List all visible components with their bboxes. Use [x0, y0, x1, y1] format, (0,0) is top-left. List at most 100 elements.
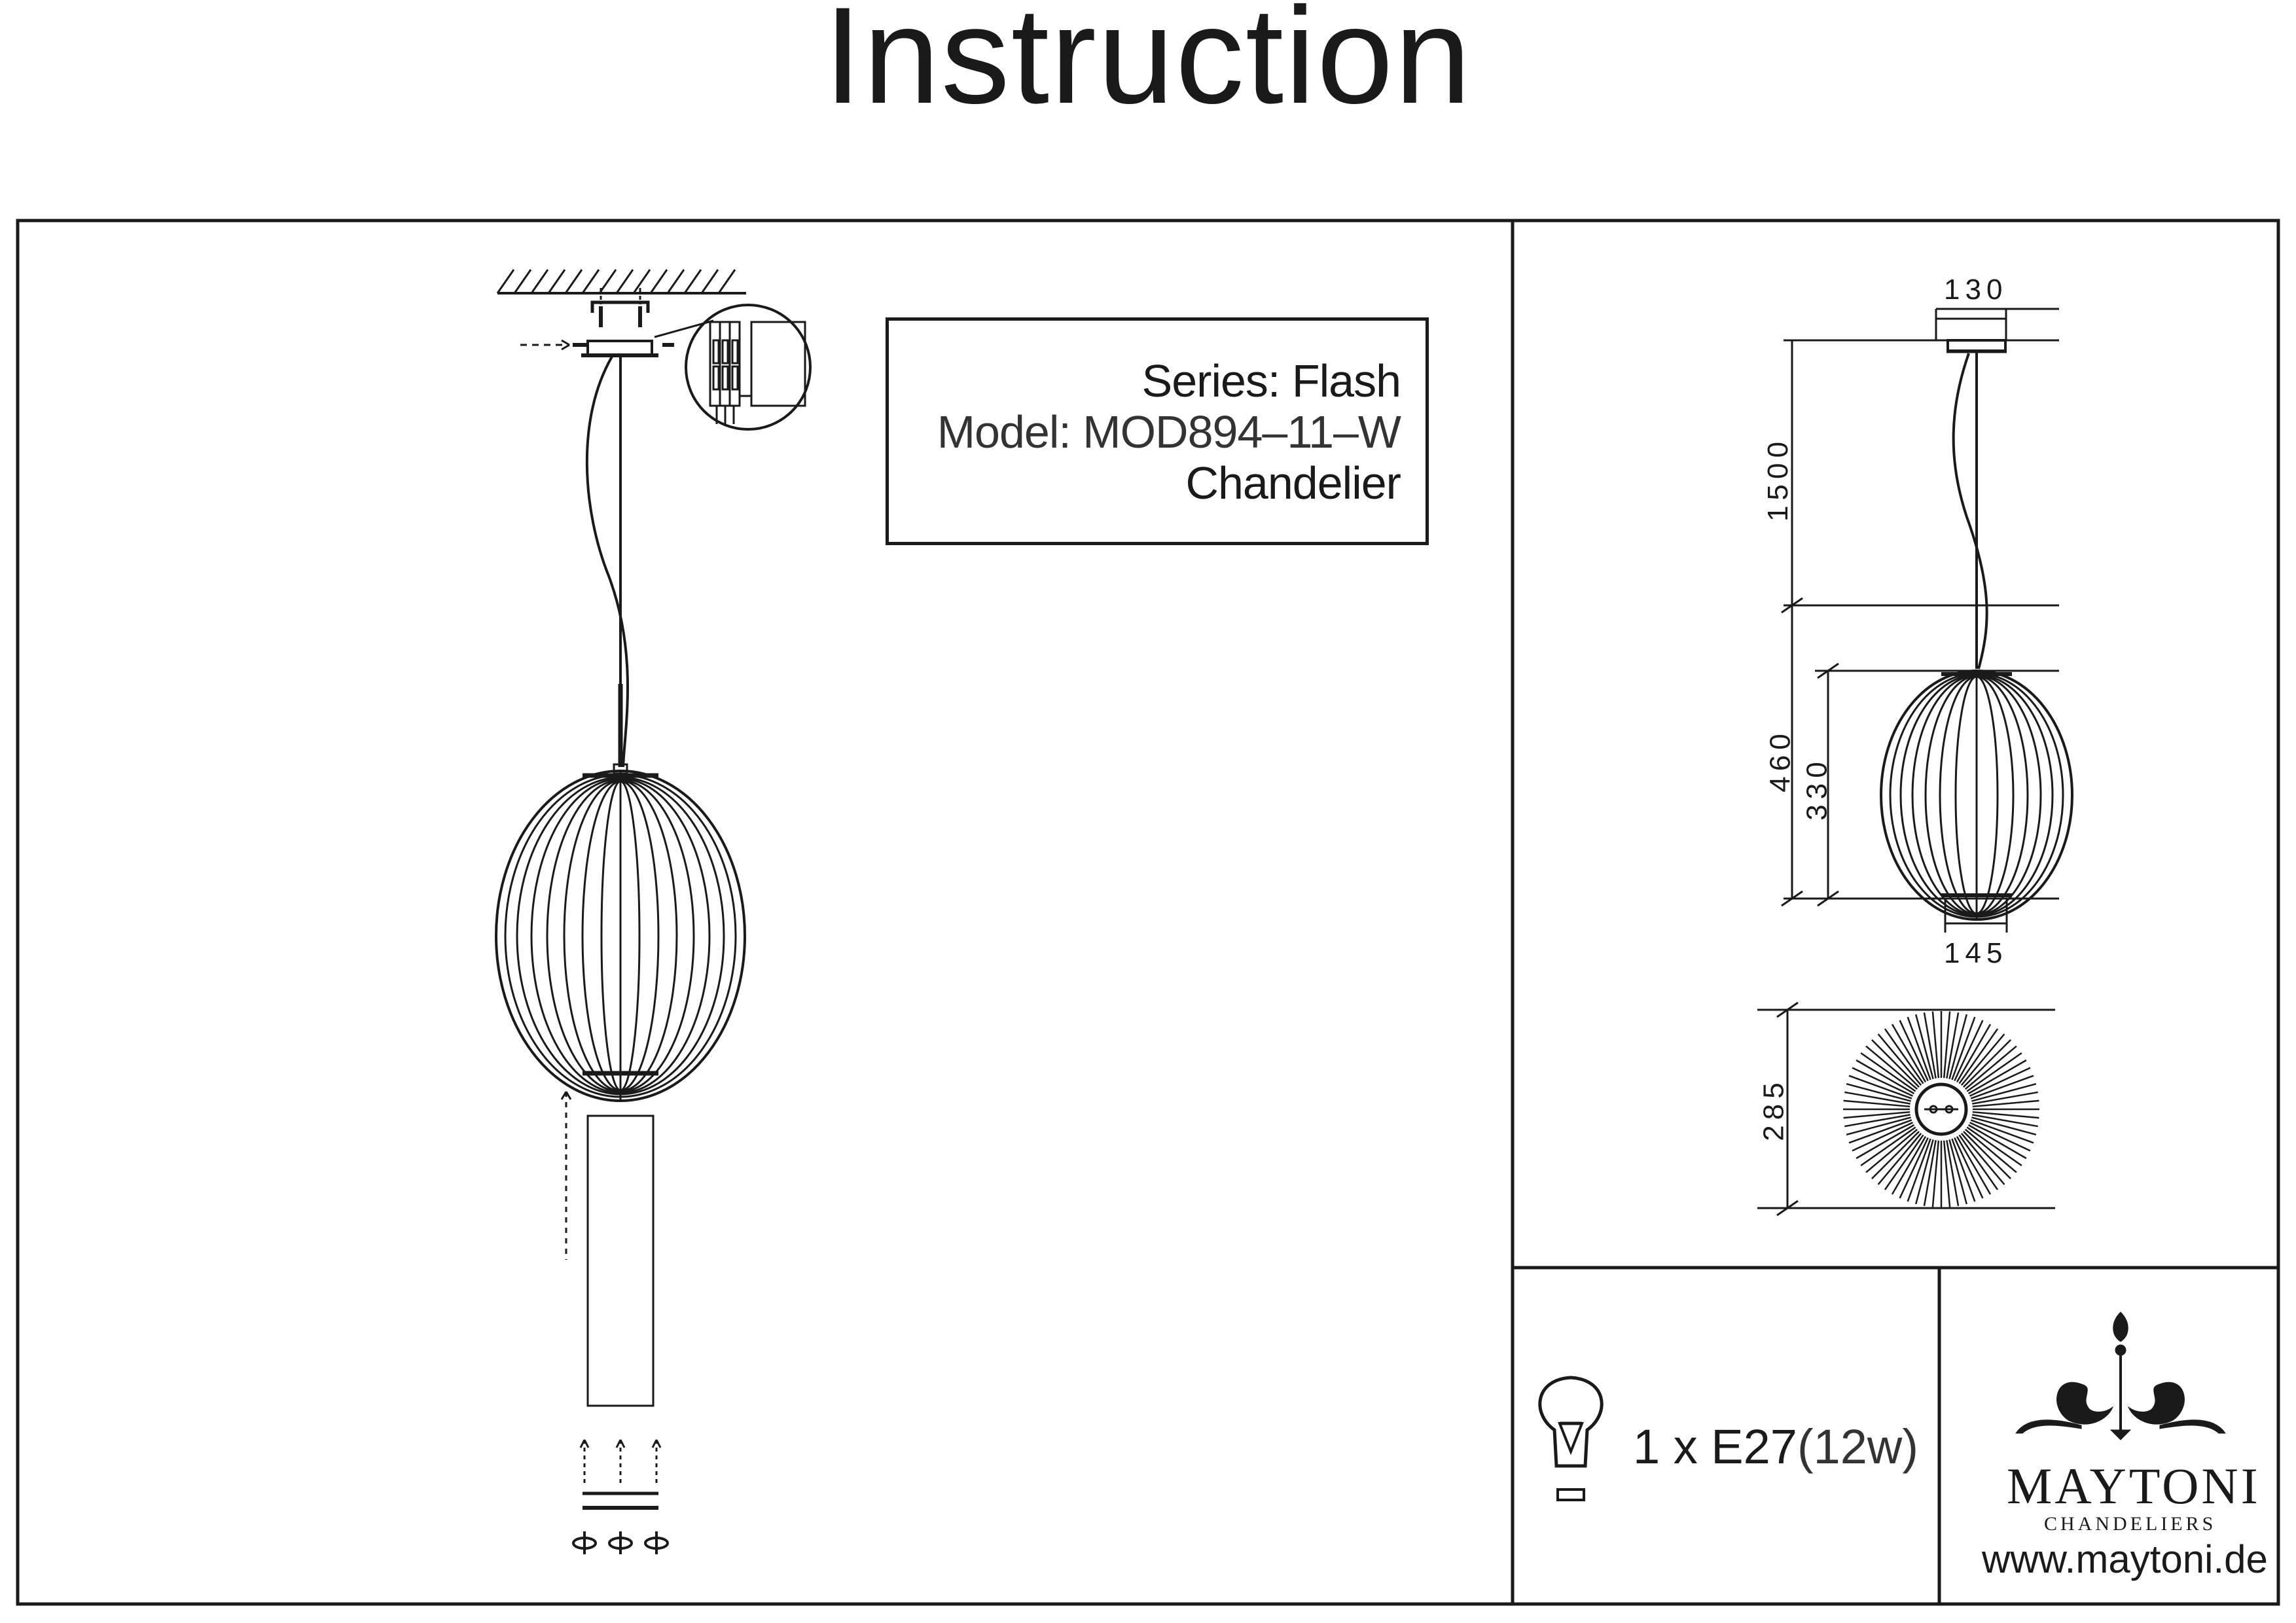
top-view-rib — [1956, 1135, 1992, 1195]
maytoni-logo-icon — [2015, 1311, 2226, 1440]
top-view-rib — [1969, 1122, 2031, 1152]
top-view-rib — [1848, 1075, 1912, 1099]
top-view-rib — [1967, 1059, 2027, 1095]
top-view-rib — [1884, 1028, 1924, 1084]
top-view-rib — [1969, 1067, 2031, 1097]
dim-cable-length: 1500 — [1761, 437, 1794, 522]
top-view-rib — [1943, 1011, 1951, 1079]
top-view-rib — [1856, 1059, 1915, 1095]
top-view-rib — [1843, 1111, 1910, 1119]
top-view-rib — [1865, 1045, 1918, 1090]
top-view-rib — [1972, 1111, 2039, 1119]
top-view-rib — [1891, 1024, 1927, 1083]
brand-name: MAYTONI — [2007, 1457, 2261, 1514]
top-view-rib — [1972, 1091, 2038, 1105]
top-view-rib — [1964, 1128, 2017, 1173]
top-view-rib — [1958, 1134, 1999, 1190]
brand-subtitle: CHANDELIERS — [2044, 1513, 2217, 1535]
top-view-rib — [1958, 1028, 1999, 1084]
top-view-rib — [1971, 1116, 2037, 1136]
dim-shade-height: 330 — [1801, 757, 1833, 821]
top-view-rib — [1971, 1082, 2037, 1102]
top-view-rib — [1846, 1116, 1911, 1136]
dimension-drawing — [1757, 308, 2073, 1217]
bulb-icon — [1538, 1376, 1604, 1501]
bulb-spec: 1 x E27(12w) — [1633, 1419, 1918, 1474]
top-view-rib — [1943, 1140, 1951, 1207]
dim-diameter: 285 — [1757, 1077, 1790, 1141]
top-view-rib — [1844, 1091, 1910, 1105]
top-view-rib — [1899, 1137, 1929, 1199]
top-view-rib — [1871, 1039, 1920, 1088]
mounting-bracket — [590, 300, 650, 313]
top-view-rib — [1951, 1138, 1976, 1202]
top-view-rib — [1946, 1012, 1960, 1079]
top-view-rib — [1948, 1139, 1968, 1205]
top-view-rib — [1914, 1014, 1934, 1079]
top-view-rib — [1972, 1114, 2038, 1128]
top-view-rib — [1899, 1020, 1929, 1082]
top-view-rib — [1951, 1016, 1976, 1080]
top-view-rib — [1923, 1012, 1937, 1079]
top-view-rib — [1884, 1134, 1924, 1190]
top-view-rib — [1843, 1099, 1910, 1108]
top-view-rib — [1963, 1131, 2011, 1179]
bulb-power: (12w) — [1797, 1419, 1918, 1474]
top-view-rib — [1960, 1132, 2005, 1185]
dim-bottom-width: 145 — [1944, 937, 2008, 969]
top-view-rib — [1966, 1126, 2022, 1167]
dim-canopy-width: 130 — [1944, 274, 2008, 306]
top-view-rib — [1844, 1114, 1910, 1128]
canopy — [586, 340, 653, 357]
top-view-rib — [1871, 1131, 1920, 1179]
shade-ribs — [504, 772, 737, 1099]
dim-total-height: 460 — [1764, 728, 1797, 793]
top-view-rib — [1954, 1137, 1984, 1199]
top-view-rib — [1948, 1014, 1968, 1079]
top-view-rib — [1852, 1122, 1914, 1152]
glass-tube — [586, 1115, 655, 1407]
top-view-rib — [1967, 1124, 2027, 1160]
top-view-rib — [1891, 1135, 1927, 1195]
top-view-rib — [1907, 1016, 1931, 1080]
page-title: Instruction — [823, 0, 1473, 132]
top-view-rib — [1865, 1128, 1918, 1173]
website-link[interactable]: www.maytoni.de — [1982, 1537, 2268, 1581]
top-view-rays — [1843, 1011, 2039, 1207]
top-view-rib — [1848, 1119, 1912, 1144]
top-view-rib — [1877, 1033, 1922, 1086]
ceiling-hatching — [496, 269, 736, 294]
top-view-rib — [1956, 1024, 1992, 1083]
top-view-rib — [1946, 1140, 1960, 1206]
top-view-rib — [1970, 1119, 2034, 1144]
lamp-shade — [495, 770, 746, 1102]
top-view-rib — [1960, 1033, 2005, 1086]
top-view-rib — [1852, 1067, 1914, 1097]
model-label: Model: MOD894–11–W — [937, 406, 1401, 457]
type-label: Chandelier — [1185, 457, 1401, 508]
top-view-rib — [1907, 1138, 1931, 1202]
frame — [16, 219, 2280, 1606]
top-view-rib — [1931, 1011, 1940, 1079]
bottom-screws — [572, 1531, 669, 1554]
top-view-rib — [1860, 1052, 1916, 1092]
top-view — [1914, 1082, 1968, 1136]
top-view-rib — [1856, 1124, 1915, 1160]
top-view-rib — [1964, 1045, 2017, 1090]
top-view-rib — [1970, 1075, 2034, 1099]
top-view-rib — [1972, 1099, 2039, 1108]
terminal-block-icon — [685, 304, 812, 431]
top-view-rib — [1931, 1140, 1940, 1207]
top-view-rib — [1923, 1140, 1937, 1206]
power-cable — [585, 355, 629, 768]
installation-diagram — [495, 269, 812, 1554]
series-label: Series: Flash — [1141, 355, 1401, 406]
top-view-rib — [1966, 1052, 2022, 1092]
top-view-rib — [1860, 1126, 1916, 1167]
product-info-box: Series: Flash Model: MOD894–11–W Chandel… — [886, 317, 1429, 545]
bulb-type: 1 x E27 — [1633, 1419, 1797, 1474]
top-view-rib — [1846, 1082, 1911, 1102]
top-view-rib — [1954, 1020, 1984, 1082]
top-view-rib — [1963, 1039, 2011, 1088]
